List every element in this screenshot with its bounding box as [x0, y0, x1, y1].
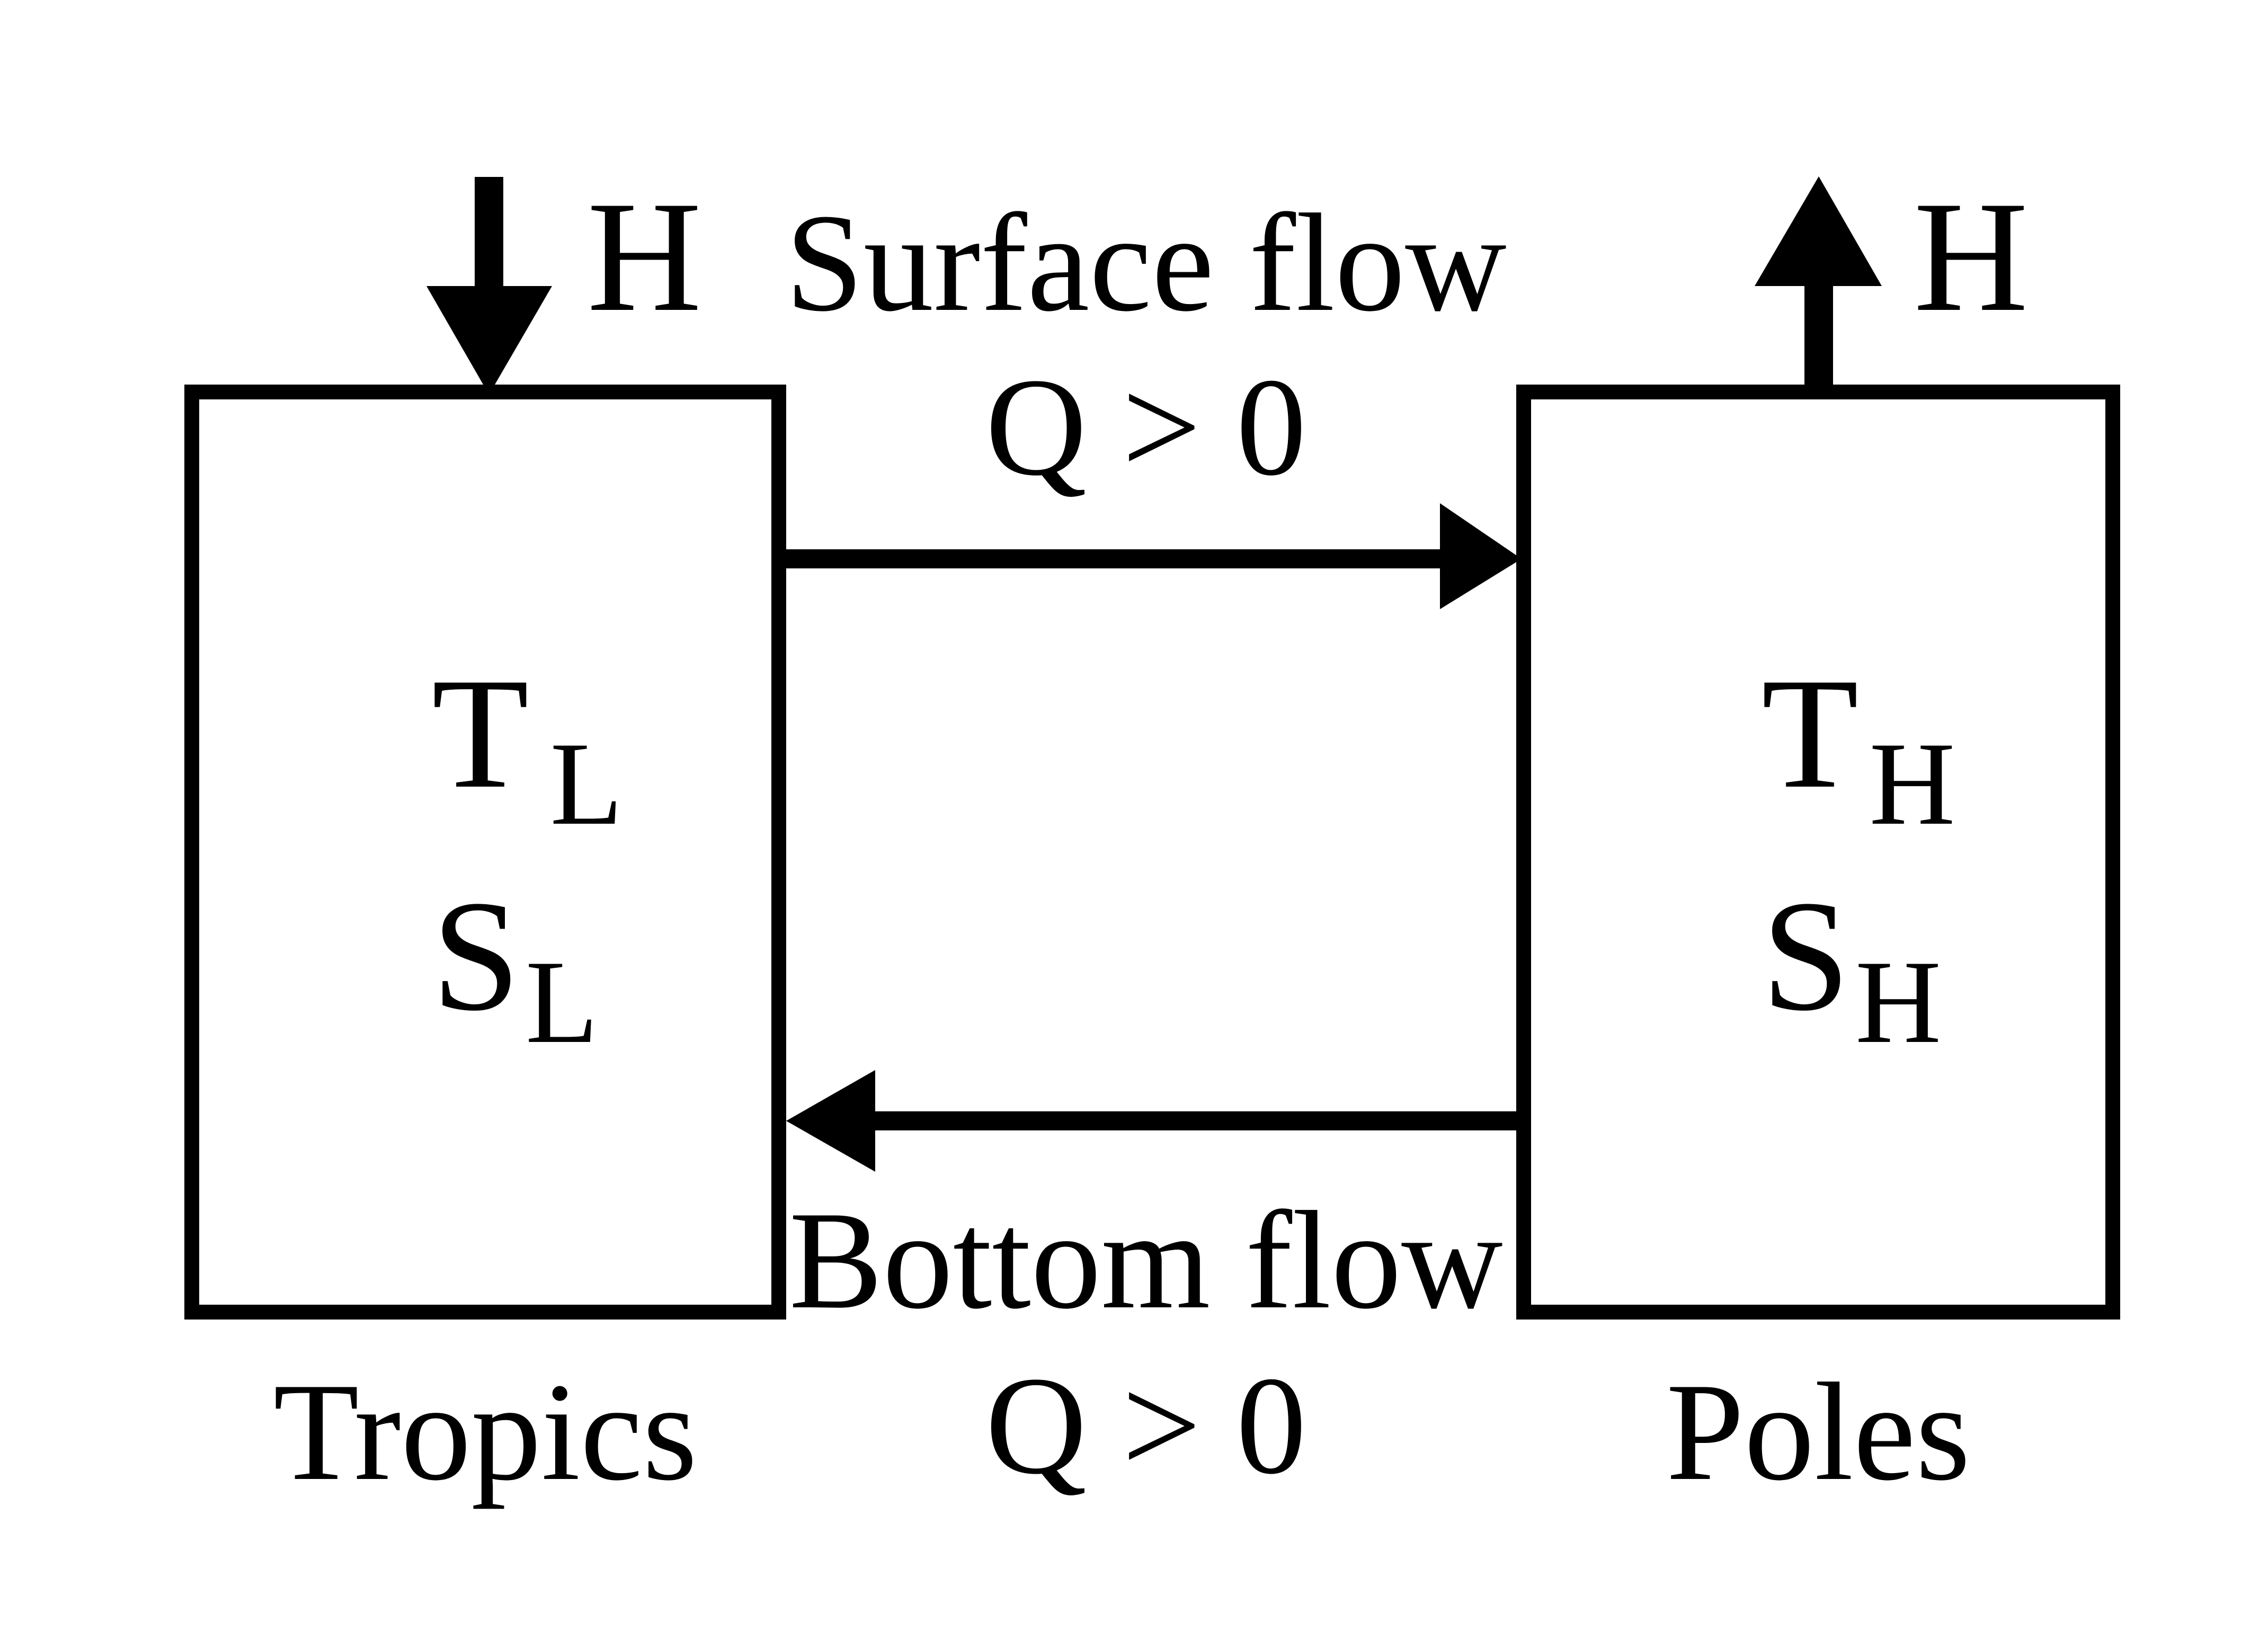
tropics-salinity: SL	[432, 868, 598, 1068]
surface-flow-arrow	[786, 503, 1522, 609]
bottom-flow-arrow	[786, 1070, 1516, 1172]
surface-flow-condition: Q > 0	[985, 350, 1306, 505]
heat-output-arrow	[1755, 176, 1882, 392]
poles-box	[1516, 385, 2120, 1320]
heat-input-arrow	[426, 177, 552, 395]
tropics-label: Tropics	[273, 1354, 697, 1510]
poles-label: Poles	[1666, 1354, 1970, 1510]
surface-flow-label: Surface flow	[785, 185, 1506, 341]
poles-heat-label: H	[1914, 168, 2029, 344]
bottom-flow-label: Bottom flow	[789, 1183, 1502, 1338]
poles-salinity: SH	[1762, 868, 1941, 1068]
poles-temperature: TH	[1762, 645, 1955, 850]
bottom-flow-condition: Q > 0	[985, 1348, 1306, 1503]
tropics-heat-label: H	[587, 168, 702, 344]
tropics-box	[184, 385, 786, 1320]
